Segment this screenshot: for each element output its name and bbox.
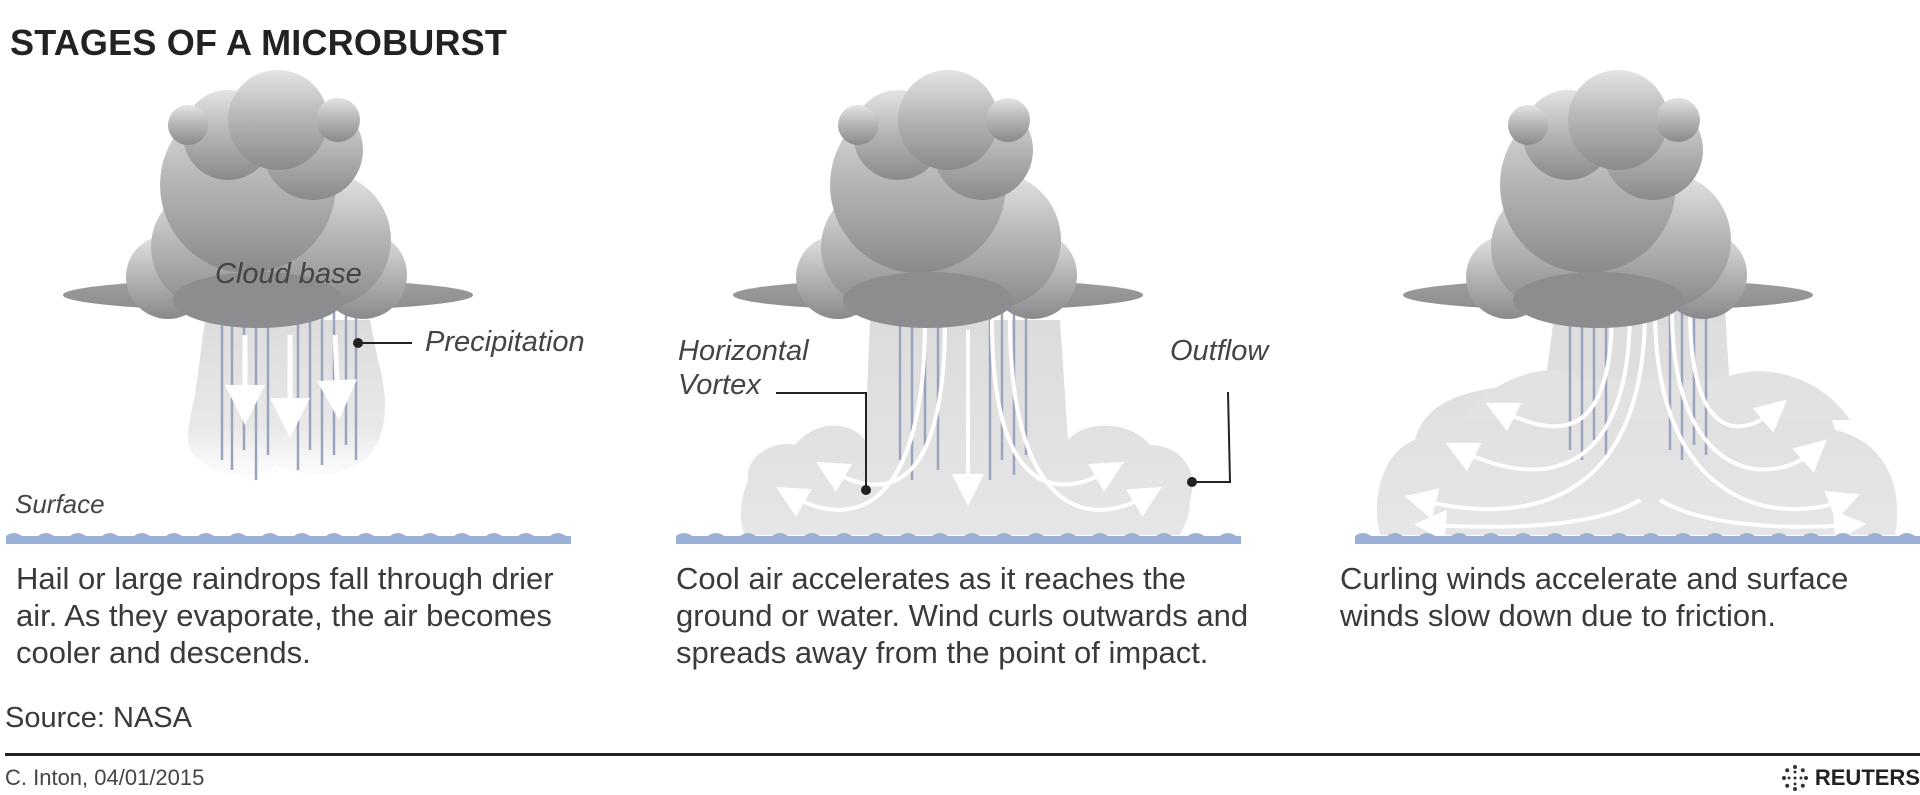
- credit-line: C. Inton, 04/01/2015: [5, 765, 205, 790]
- precipitation-dot: [353, 338, 363, 348]
- source-note: Source: NASA: [5, 702, 192, 734]
- outflow-label: Outflow: [1170, 335, 1269, 367]
- stage-3-caption: Curling winds accelerate and surface win…: [1340, 561, 1849, 633]
- horizontal-vortex-label-line1: Horizontal: [678, 335, 809, 367]
- water-surface: [6, 533, 571, 544]
- outflow-leader: [1192, 391, 1232, 483]
- horizontal-vortex-label-line2: Vortex: [678, 369, 761, 401]
- vortex-leader: [776, 392, 867, 490]
- reuters-logo: REUTERS: [1781, 764, 1920, 792]
- footer-divider: [5, 753, 1920, 756]
- stage-1-illustration: [6, 70, 571, 544]
- outflow-cloud: [1376, 310, 1898, 535]
- vortex-arrows: [776, 319, 1162, 517]
- stage-2-caption: Cool air accelerates as it reaches the g…: [676, 561, 1249, 670]
- reuters-dots-icon: [1781, 765, 1808, 791]
- stage-1-caption: Hail or large raindrops fall through dri…: [16, 561, 554, 670]
- page-title: STAGES OF A MICROBURST: [10, 22, 508, 63]
- curling-arrows: [1404, 309, 1866, 543]
- precipitation-label: Precipitation: [425, 326, 585, 358]
- rain-streaks: [220, 310, 358, 480]
- downdraft-arrows: [225, 334, 358, 438]
- cloud: [1403, 70, 1813, 328]
- cloud-base-label: Cloud base: [215, 258, 362, 290]
- stage-3-illustration: [1355, 70, 1920, 544]
- brand-name: REUTERS: [1814, 765, 1920, 790]
- stage-2-illustration: [676, 70, 1241, 544]
- cloud: [733, 70, 1143, 328]
- outflow-dot: [1187, 477, 1197, 487]
- vortex-dot: [861, 485, 871, 495]
- surface-label: Surface: [15, 489, 105, 519]
